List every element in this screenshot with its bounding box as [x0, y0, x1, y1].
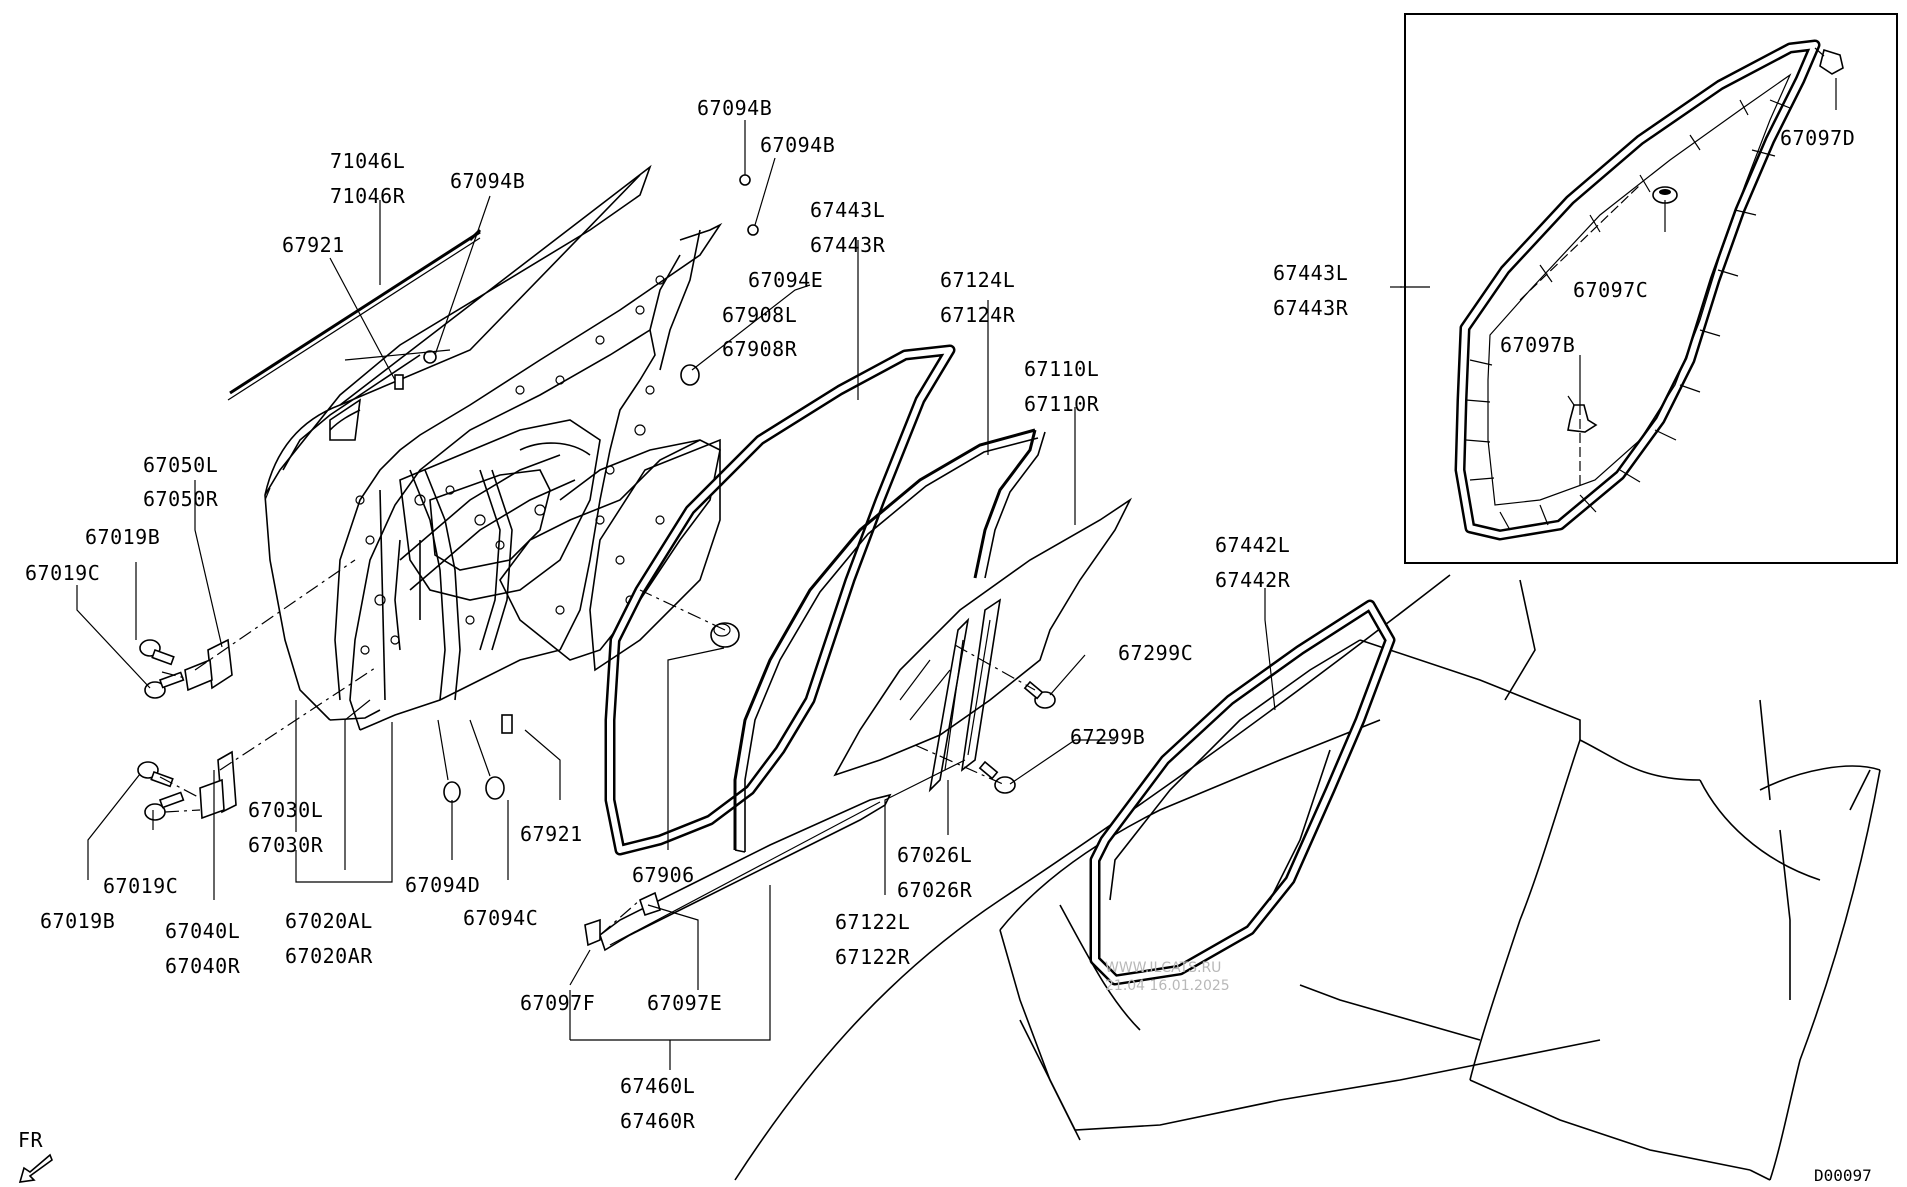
leader-lines: [76, 120, 1402, 1070]
tape-67921-upper-icon: [394, 374, 404, 390]
label-67124R: 67124R: [940, 303, 1016, 327]
label-67094B-a: 67094B: [450, 169, 525, 193]
label-67097F: 67097F: [520, 991, 595, 1015]
label-67097C: 67097C: [1573, 278, 1648, 302]
plug-67094C-icon: [485, 776, 505, 800]
clip-67097C-icon: [1652, 186, 1678, 204]
label-67019B-lower: 67019B: [40, 909, 115, 933]
label-67050L: 67050L: [143, 453, 218, 477]
inset-detail-panel: [1400, 13, 1898, 564]
plug-67094E-icon: [680, 364, 700, 386]
label-67040R: 67040R: [165, 954, 241, 978]
hole-cover-sheet: [589, 438, 721, 672]
label-67040L: 67040L: [165, 919, 240, 943]
label-67019C-lower: 67019C: [103, 874, 178, 898]
clip-67097F-icon: [584, 918, 601, 947]
label-67050R: 67050R: [143, 487, 219, 511]
door-opening-weatherstrip: [1089, 599, 1396, 986]
label-67443L: 67443L: [810, 198, 885, 222]
door-glass: [833, 497, 1133, 777]
label-67299B: 67299B: [1070, 725, 1145, 749]
bolt-67019C-upper-icon: [144, 671, 185, 699]
label-67442L: 67442L: [1215, 533, 1290, 557]
clip-67097E-icon: [639, 891, 661, 917]
clip-67097D-icon: [1814, 47, 1844, 75]
label-67122L: 67122L: [835, 910, 910, 934]
label-67921-lower: 67921: [520, 822, 583, 846]
glass-run-channel: [733, 428, 1046, 853]
label-67908R: 67908R: [722, 337, 798, 361]
label-67030L: 67030L: [248, 798, 323, 822]
label-inset-67443L: 67443L: [1273, 261, 1348, 285]
lower-hinge: [199, 750, 237, 820]
label-67460L: 67460L: [620, 1074, 695, 1098]
assembly-dashed-lines: [159, 559, 1036, 936]
label-67019B-upper: 67019B: [85, 525, 160, 549]
label-67442R: 67442R: [1215, 568, 1291, 592]
label-67094E: 67094E: [748, 268, 823, 292]
glass-channel-rails: [928, 598, 1002, 793]
car-body-outline: [734, 574, 1881, 1181]
bumper-67906-icon: [710, 622, 740, 648]
front-direction-label: FR: [18, 1128, 44, 1152]
label-67097E: 67097E: [647, 991, 722, 1015]
plug-67094B-a-icon: [423, 350, 437, 364]
bolt-67299B-icon: [978, 760, 1016, 794]
upper-hinge: [184, 638, 233, 692]
label-71046L: 71046L: [330, 149, 405, 173]
label-67443R: 67443R: [810, 233, 886, 257]
door-weatherstrip: [604, 344, 956, 856]
label-67124L: 67124L: [940, 268, 1015, 292]
watermark-line-2: 21.04 16.01.2025: [1105, 978, 1230, 994]
label-67026L: 67026L: [897, 843, 972, 867]
door-inner-frame: [329, 222, 723, 731]
watermark: WWW.ILCATS.RU 21.04 16.01.2025: [1105, 960, 1230, 994]
bolt-67019B-lower-icon: [137, 761, 174, 788]
label-67019C-upper: 67019C: [25, 561, 100, 585]
label-67110L: 67110L: [1024, 357, 1099, 381]
label-67030R: 67030R: [248, 833, 324, 857]
label-67097D: 67097D: [1780, 126, 1855, 150]
plug-67094D-icon: [443, 781, 461, 803]
label-inset-67443R: 67443R: [1273, 296, 1349, 320]
label-67020AL: 67020AL: [285, 909, 373, 933]
front-direction-indicator: FR: [18, 1128, 53, 1183]
label-67122R: 67122R: [835, 945, 911, 969]
direction-arrow-icon: [18, 1153, 53, 1183]
plug-67094B-c-icon: [747, 224, 759, 236]
label-67020AR: 67020AR: [285, 944, 373, 968]
label-67460R: 67460R: [620, 1109, 696, 1133]
bolt-67019C-lower-icon: [144, 791, 185, 821]
tape-67921-icon: [501, 714, 513, 734]
label-67921-upper: 67921: [282, 233, 345, 257]
clip-67097B-icon: [1567, 395, 1598, 433]
part-number-labels: 71046L 71046R 67921 67094B 67094B 67094B…: [25, 96, 1855, 1133]
label-67906: 67906: [632, 863, 695, 887]
label-67110R: 67110R: [1024, 392, 1100, 416]
label-67094B-c: 67094B: [760, 133, 835, 157]
label-67908L: 67908L: [722, 303, 797, 327]
bolt-67019B-upper-icon: [139, 639, 175, 666]
door-outer-panel: [227, 164, 652, 721]
label-67094B-b: 67094B: [697, 96, 772, 120]
belt-line-moulding: [599, 793, 892, 952]
label-67097B: 67097B: [1500, 333, 1575, 357]
label-67026R: 67026R: [897, 878, 973, 902]
diagram-code: D00097: [1814, 1166, 1872, 1185]
label-71046R: 71046R: [330, 184, 406, 208]
label-67094D: 67094D: [405, 873, 480, 897]
watermark-line-1: WWW.ILCATS.RU: [1105, 960, 1221, 976]
label-67094C: 67094C: [463, 906, 538, 930]
label-67299C: 67299C: [1118, 641, 1193, 665]
plug-67094B-b-icon: [739, 174, 751, 186]
